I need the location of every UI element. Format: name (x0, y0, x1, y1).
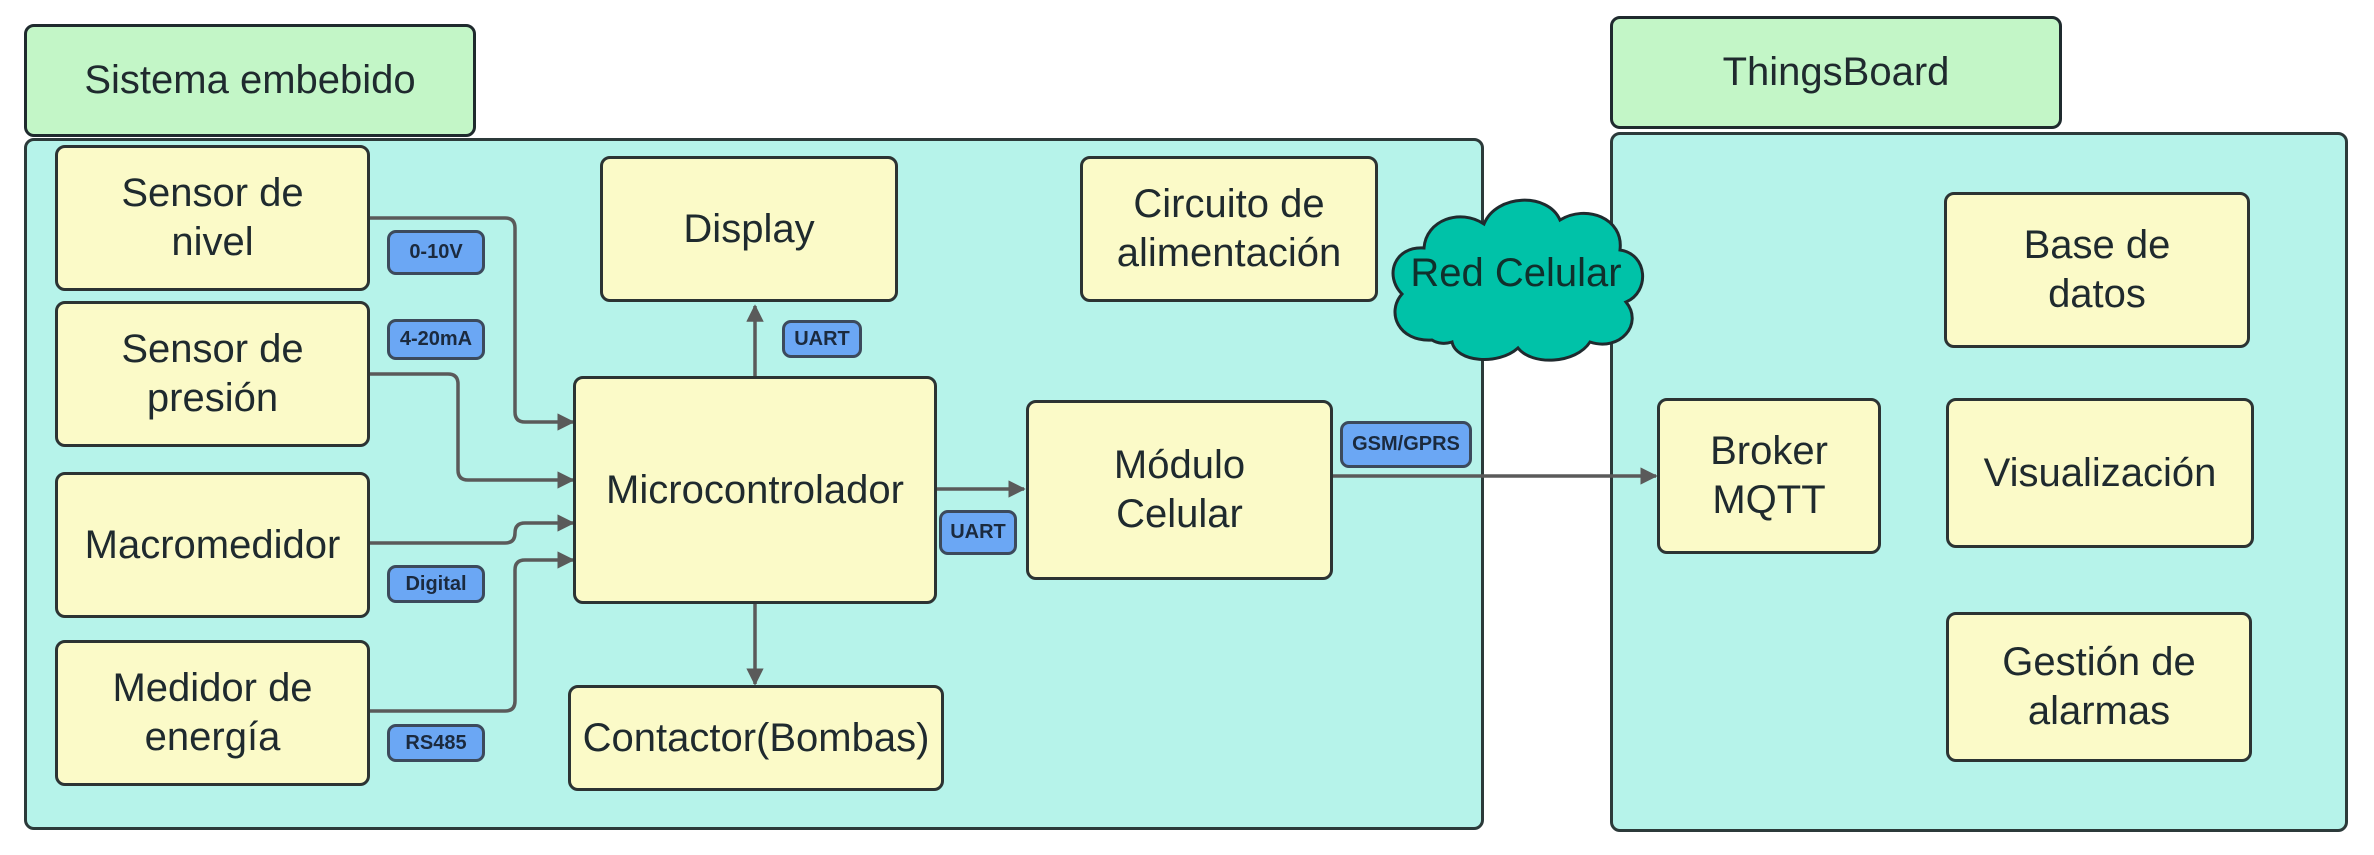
badge-rs485: RS485 (387, 724, 485, 762)
power-circuit-block: Circuito de alimentación (1080, 156, 1378, 302)
cellular-network-label: Red Celular (1410, 250, 1622, 295)
wire-macro (370, 514, 575, 545)
badge-0-10v: 0-10V (387, 230, 485, 275)
cell-module-block: Módulo Celular (1026, 400, 1333, 580)
contactor-block: Contactor(Bombas) (568, 685, 944, 791)
alarm-management-block: Gestión de alarmas (1946, 612, 2252, 762)
microcontroller-block: Microcontrolador (573, 376, 937, 604)
database-block: Base de datos (1944, 192, 2250, 348)
thingsboard-title: ThingsBoard (1610, 16, 2062, 129)
cellular-cloud-icon (1391, 198, 1644, 362)
badge-uart-cell: UART (939, 510, 1017, 555)
wire-level (370, 216, 575, 431)
embedded-system-title: Sistema embebido (24, 24, 476, 137)
broker-mqtt-block: Broker MQTT (1657, 398, 1881, 554)
badge-uart-display: UART (782, 320, 862, 358)
macrometer-block: Macromedidor (55, 472, 370, 618)
badge-digital: Digital (387, 565, 485, 603)
sensor-level-block: Sensor de nivel (55, 145, 370, 291)
wire-energy (370, 551, 575, 713)
badge-4-20ma: 4-20mA (387, 319, 485, 360)
sensor-pressure-block: Sensor de presión (55, 301, 370, 447)
visualization-block: Visualización (1946, 398, 2254, 548)
display-block: Display (600, 156, 898, 302)
wire-pressure (370, 372, 575, 489)
energy-meter-block: Medidor de energía (55, 640, 370, 786)
badge-gsm-gprs: GSM/GPRS (1340, 421, 1472, 468)
